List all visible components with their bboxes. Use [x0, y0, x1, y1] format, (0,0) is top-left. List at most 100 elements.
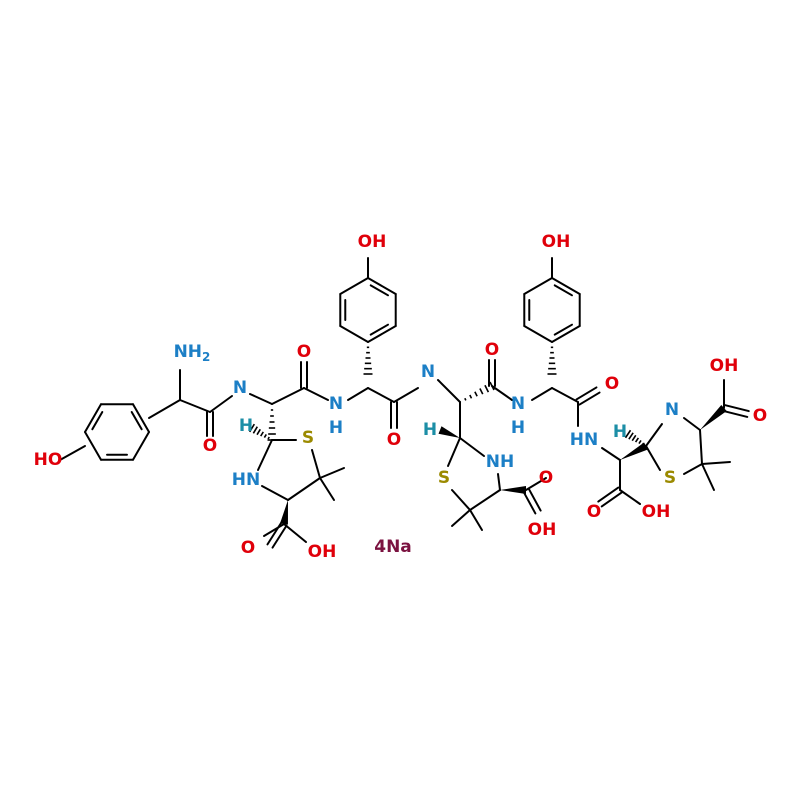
- cooh-oh-label-2: OH: [528, 520, 557, 540]
- thz3-c5-s-bond: [683, 463, 703, 475]
- amide-n-label-2: N: [329, 394, 343, 414]
- ring2-alpha3-hashed: [363, 346, 373, 375]
- phenol-ring-1-inner-double: [130, 411, 143, 431]
- amide-n-label-3: N: [421, 362, 435, 382]
- thz2-methyl-a: [451, 509, 471, 527]
- alpha2-ring-hashed: [267, 409, 277, 441]
- sulfur-label-3: S: [664, 468, 676, 488]
- stereo-h-label-3: H: [613, 422, 627, 442]
- carbonyl-o-label-5: O: [605, 374, 619, 394]
- amide-h-label-4: H: [511, 418, 525, 438]
- thz2-n-c4-bond: [497, 473, 501, 491]
- thz1-s-c5-bond: [311, 449, 321, 479]
- carbonyl3-n-bond: [393, 387, 419, 403]
- n4-alpha5-bond: [531, 387, 553, 401]
- n5-alpha6-bond: [601, 447, 621, 461]
- thz3-c4-c5-bond: [699, 429, 703, 465]
- thz1-c4-n-bond: [261, 485, 289, 501]
- thz3-n-c4-bond: [683, 417, 701, 431]
- thz2-methyl-b: [469, 509, 483, 531]
- phenol-ring-3-inner-double: [553, 284, 573, 297]
- amide-n-label-1: N: [233, 378, 247, 398]
- hash-segment: [464, 397, 467, 401]
- phenol-ring-2-inner-double: [369, 284, 389, 297]
- carbonyl4-n-bond: [491, 385, 513, 401]
- thz2-c4-c5-bond: [469, 489, 501, 511]
- carbonyl-o-label-3: O: [387, 430, 401, 450]
- ring3-h-hashed: [624, 429, 645, 446]
- thz1-methyl-b: [319, 477, 335, 501]
- sulfur-label-2: S: [438, 468, 450, 488]
- hash-segment: [256, 428, 261, 436]
- thz3-methyl-a: [701, 461, 731, 465]
- cooh-oh-label-1: OH: [308, 542, 337, 562]
- hash-segment: [252, 426, 258, 434]
- carbonyl-o-label-2: O: [297, 342, 311, 362]
- ring-nh-label-1: HN: [232, 470, 260, 490]
- thz1-methyl-a: [319, 467, 345, 479]
- carbonyl-5-double: [578, 391, 601, 406]
- sulfur-label-1: S: [302, 428, 314, 448]
- carbonyl-5-double: [575, 386, 598, 401]
- thz2-c2-n-bond: [459, 437, 485, 457]
- thz3-cooh-wedge: [700, 405, 727, 430]
- alpha2-carbonyl-bond: [271, 387, 305, 405]
- phenol-ring-3-bond: [551, 277, 581, 295]
- cooh1-double: [266, 521, 283, 546]
- phenol-ring-1-bond: [84, 403, 102, 433]
- cooh-o-label-1: O: [241, 538, 255, 558]
- ring1-h-hashed: [248, 423, 270, 440]
- cooh-o-label-4: O: [753, 406, 767, 426]
- hash-segment: [474, 391, 478, 397]
- hydroxyl-oh-label-3: OH: [542, 232, 571, 252]
- n3-alpha4-bond: [437, 379, 461, 403]
- cooh3-double: [597, 486, 620, 503]
- thz1-n-c2-bond: [257, 439, 273, 471]
- hash-segment: [469, 394, 473, 399]
- hash-segment: [267, 436, 270, 440]
- phenol-ring-2-bond: [339, 277, 369, 295]
- n1-alpha2-bond: [249, 393, 273, 405]
- phenol-ring-1-bond: [132, 431, 150, 461]
- thz2-s-c2-bond: [447, 437, 461, 467]
- phenol-ring-3-bond: [523, 277, 553, 295]
- hash-segment: [479, 388, 484, 395]
- hash-segment: [260, 431, 264, 437]
- phenol-ring-3-inner-double: [553, 323, 573, 336]
- thz3-methyl-b: [701, 463, 715, 491]
- hash-segment: [484, 384, 490, 393]
- cooh1-c-oh-bond: [283, 523, 307, 543]
- cooh-o-label-2: O: [539, 468, 553, 488]
- stereo-h-label-1: H: [239, 416, 253, 436]
- hash-segment: [641, 442, 645, 446]
- thz3-c2-n-bond: [645, 423, 663, 447]
- phenol-ring-1-bond: [84, 431, 102, 461]
- hash-segment: [638, 440, 642, 444]
- cooh-oh-label-4: OH: [710, 356, 739, 376]
- hydroxyl-ho-label-1: HO: [34, 450, 63, 470]
- phenol-ring-2-inner-double: [369, 323, 389, 336]
- amide-n-label-4: N: [511, 394, 525, 414]
- hash-segment: [631, 434, 637, 442]
- hash-segment: [263, 434, 267, 438]
- phenol-ring-2-bond: [367, 277, 397, 295]
- n2-alpha3-bond: [347, 387, 369, 401]
- ho-ring1-bond: [59, 445, 86, 461]
- cooh2-double: [522, 490, 537, 515]
- cooh1-double: [271, 524, 288, 549]
- carbonyl2-n-bond: [303, 387, 329, 401]
- cooh3-oh-bond: [619, 489, 641, 505]
- thz2-cooh-wedge: [500, 486, 526, 494]
- ring-n-label-3: N: [665, 400, 679, 420]
- subscript-2: 2: [202, 350, 210, 364]
- alpha3-carbonyl-bond: [367, 387, 395, 403]
- alpha6-ring-wedge: [620, 442, 648, 460]
- hash-segment: [248, 423, 256, 433]
- cooh-o-label-3: O: [587, 502, 601, 522]
- alpha1-carbonyl-bond: [179, 399, 211, 413]
- carbonyl-o-label-1: O: [203, 436, 217, 456]
- cooh-oh-label-3: OH: [642, 502, 671, 522]
- hash-segment: [628, 432, 634, 440]
- phenol-ring-2-bond: [339, 325, 369, 343]
